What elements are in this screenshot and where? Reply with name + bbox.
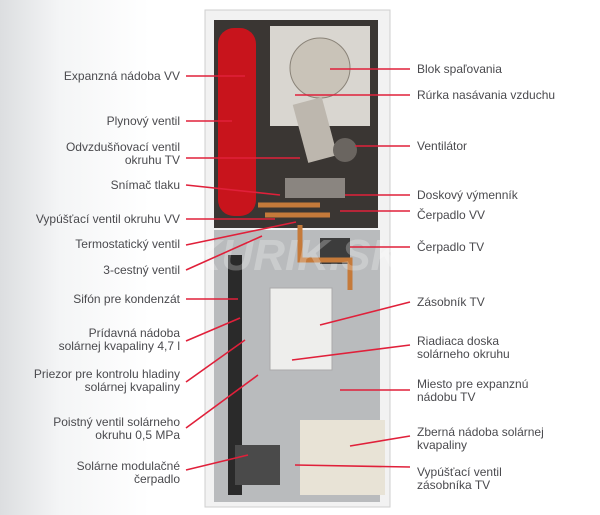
right-label: Blok spaľovania [417, 62, 502, 76]
expansion-tank [218, 28, 256, 216]
left-label: Termostatický ventil [75, 237, 180, 251]
left-label: Plynový ventil [106, 114, 180, 128]
solar-drain-tank [300, 420, 385, 495]
plate-exchanger [285, 178, 345, 198]
watermark: KURIK.SK [190, 231, 406, 280]
right-label: Ventilátor [417, 139, 468, 153]
right-label: Doskový výmenník [417, 188, 518, 202]
storage-tank [269, 287, 333, 371]
right-label: Rúrka nasávania vzduchu [417, 88, 556, 102]
left-label: 3-cestný ventil [103, 263, 180, 277]
left-label: Snímač tlaku [110, 178, 180, 192]
leader-lines [185, 68, 411, 471]
solar-pump [235, 445, 280, 485]
right-label: Čerpadlo VV [417, 208, 486, 222]
right-label: Čerpadlo TV [417, 240, 485, 254]
right-label: Zásobník TV [417, 295, 485, 309]
left-label: Vypúšťací ventil okruhu VV [35, 212, 180, 226]
left-label: Expanzná nádoba VV [63, 69, 180, 83]
left-label: Sifón pre kondenzát [73, 292, 180, 306]
fan [333, 138, 357, 162]
